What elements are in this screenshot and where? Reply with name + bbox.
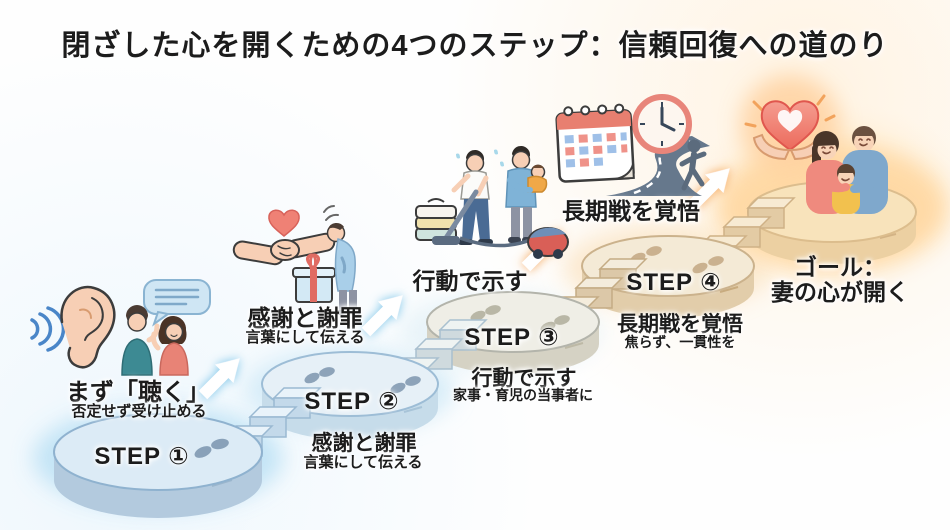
father-holding-baby-icon — [505, 145, 548, 243]
handshake-icon — [232, 232, 336, 266]
step3-caption-sub: 家事・育児の当事者に — [453, 387, 593, 403]
steps-3-to-4 — [550, 258, 648, 328]
gift-icon — [292, 253, 336, 303]
step3-caption: 行動で示す — [471, 367, 577, 390]
listening-illustration — [30, 279, 211, 376]
step2-caption-sub: 言葉にして伝える — [303, 454, 423, 471]
goal-illustration — [744, 94, 888, 214]
gratitude-apology-illustration — [232, 205, 360, 315]
calendar-icon — [555, 103, 635, 183]
step2-caption: 感謝と謝罪 — [311, 432, 417, 455]
step4-label: STEP ④ — [626, 269, 722, 296]
step3-label: STEP ③ — [464, 324, 560, 351]
step1-label: STEP ① — [94, 443, 190, 470]
goal-platform — [747, 181, 917, 264]
footprints — [194, 438, 229, 458]
step3-heading: 行動で示す — [412, 268, 528, 294]
heart-icon — [268, 209, 300, 237]
goal-label-line1: ゴール： — [794, 254, 886, 280]
step2-subheading: 言葉にして伝える — [245, 329, 365, 346]
sound-waves-icon — [30, 306, 66, 352]
step1-subheading: 否定せず受け止める — [71, 403, 207, 420]
platform-step1 — [53, 413, 263, 518]
page-title: 閉ざした心を開くための4つのステップ：信頼回復への道のり — [61, 30, 889, 62]
bowing-person-icon — [323, 205, 360, 315]
step4-caption-sub: 焦らず、一貫性を — [624, 334, 736, 350]
step4-caption: 長期戦を覚悟 — [617, 313, 743, 336]
step4-heading: 長期戦を覚悟 — [562, 198, 700, 224]
long-term-illustration — [555, 94, 710, 196]
steps-4-to-goal — [698, 197, 796, 267]
ear-icon — [60, 285, 116, 369]
clock-icon — [632, 94, 692, 154]
goal-label-line2: 妻の心が開く — [771, 279, 909, 305]
housework-illustration — [415, 145, 569, 259]
vacuum-cleaner-icon — [459, 227, 569, 259]
step2-heading: 感謝と謝罪 — [247, 305, 363, 331]
step2-label: STEP ② — [304, 388, 400, 415]
vacuuming-man-icon — [432, 149, 504, 245]
walking-person-icon — [679, 139, 707, 191]
speech-bubble-icon — [143, 279, 211, 327]
family-icon — [806, 126, 888, 214]
footprints — [470, 305, 570, 333]
footprints — [304, 367, 421, 394]
couple-talking-icon — [121, 305, 189, 376]
step1-heading: まず「聴く」 — [66, 379, 210, 406]
